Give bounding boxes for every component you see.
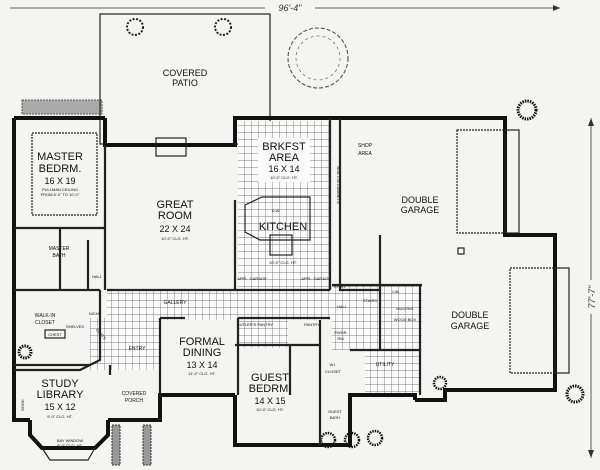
landscaping (17, 18, 585, 466)
interior-walls (14, 118, 422, 445)
svg-text:15 X 12: 15 X 12 (44, 402, 75, 412)
svg-text:BOOK: BOOK (20, 399, 25, 411)
pantry-label: PANTRY (304, 322, 320, 327)
svg-text:BRKFST: BRKFST (262, 141, 306, 153)
utility-label: UTILITY (376, 362, 395, 368)
svg-text:FORMAL: FORMAL (179, 336, 225, 348)
room-breakfast-area: BRKFST AREA 16 X 14 10'-0" CLG. HT. (258, 138, 310, 182)
svg-text:BEDRM.: BEDRM. (249, 383, 292, 395)
butlers-pantry-label: BUTLER'S PANTRY (237, 322, 274, 327)
svg-text:ROOM: ROOM (158, 210, 192, 222)
svg-text:WALK-IN: WALK-IN (35, 313, 56, 319)
svg-text:D.W.: D.W. (272, 208, 281, 213)
svg-text:PULLMAN CEILING: PULLMAN CEILING (42, 187, 78, 192)
depth-label: 77'-7" (587, 285, 597, 309)
room-study-library: STUDY LIBRARY 15 X 12 9'-0" CLG. HT. BAY… (20, 378, 84, 448)
room-covered-porch: COVERED PORCH (122, 391, 147, 404)
room-covered-patio: COVERED PATIO (163, 68, 208, 88)
svg-text:9'-0" CLG. HT.: 9'-0" CLG. HT. (47, 414, 73, 419)
svg-text:SHOP: SHOP (358, 143, 373, 149)
room-wi-closet: W.I. CLOSET (325, 362, 342, 374)
svg-text:DINING: DINING (183, 347, 222, 359)
svg-text:LIBRARY: LIBRARY (37, 389, 85, 401)
room-guest-bath: GUEST BATH (328, 409, 342, 420)
stairs-label: STAIRS (363, 298, 377, 303)
room-shop-area: SHOP AREA BUILT-IN CABINETS (336, 143, 373, 204)
svg-text:GREAT: GREAT (156, 199, 193, 211)
entry-label: ENTRY (129, 346, 147, 352)
svg-text:DOUBLE: DOUBLE (401, 195, 438, 205)
room-master-bath: MASTER BATH HALL (49, 246, 103, 279)
svg-text:GUEST: GUEST (251, 372, 289, 384)
svg-text:HALL: HALL (92, 274, 103, 279)
mud-room-label: MUD/RM. (396, 306, 414, 311)
room-master-bedroom: MASTER BEDRM. 16 X 19 PULLMAN CEILING FR… (31, 132, 98, 216)
width-label: 96'-4" (279, 3, 303, 13)
svg-text:14 X 15: 14 X 15 (254, 396, 285, 406)
svg-text:13 X 14: 13 X 14 (186, 360, 217, 370)
svg-text:BATH: BATH (53, 253, 66, 259)
room-formal-dining: FORMAL DINING 13 X 14 11'-0" CLG. HT. (179, 336, 225, 376)
wood-box-label: WOOD BOX (394, 317, 417, 322)
svg-text:16 X 19: 16 X 19 (44, 176, 75, 186)
svg-text:10'-0" CLG. HT.: 10'-0" CLG. HT. (269, 260, 297, 265)
svg-text:COVERED: COVERED (163, 68, 208, 78)
room-guest-bedroom: GUEST BEDRM. 14 X 15 10'-0" CLG. HT. (249, 372, 292, 412)
svg-text:MASTER: MASTER (49, 246, 70, 252)
svg-text:COVERED: COVERED (122, 391, 147, 397)
svg-text:GARAGE: GARAGE (451, 321, 490, 331)
linen-label: LIN. (392, 289, 399, 294)
svg-text:10'-0" CLG. HT.: 10'-0" CLG. HT. (270, 175, 298, 180)
storage-label: STOR. (334, 284, 346, 289)
gallery-label: GALLERY (164, 300, 188, 306)
svg-text:CLOSET: CLOSET (325, 369, 342, 374)
svg-text:BAY WINDOW: BAY WINDOW (57, 438, 84, 443)
svg-text:BUILT-IN CABINETS: BUILT-IN CABINETS (336, 166, 341, 204)
svg-text:10'-0" CLG. HT.: 10'-0" CLG. HT. (256, 407, 284, 412)
depth-dimension: 77'-7" (585, 118, 597, 458)
svg-text:KITCHEN: KITCHEN (259, 221, 307, 233)
svg-text:MASTER: MASTER (37, 151, 83, 163)
room-kitchen: D.W. KITCHEN 10'-0" CLG. HT. APPL. GARAG… (237, 208, 331, 281)
svg-text:SHELVES: SHELVES (66, 324, 84, 329)
svg-text:10'-0" CLG. HT.: 10'-0" CLG. HT. (161, 236, 189, 241)
svg-text:16 X 14: 16 X 14 (268, 164, 299, 174)
width-dimension: 96'-4" (10, 1, 560, 13)
svg-text:22 X 24: 22 X 24 (159, 224, 190, 234)
svg-text:NICHE: NICHE (89, 311, 102, 316)
svg-text:PATIO: PATIO (172, 78, 198, 88)
hall-label: HALL (337, 304, 348, 309)
svg-text:GARAGE: GARAGE (401, 205, 440, 215)
svg-text:APPL. GARAGE: APPL. GARAGE (301, 276, 331, 281)
svg-text:11'-0" CLG. HT.: 11'-0" CLG. HT. (188, 371, 215, 376)
svg-text:PORCH: PORCH (125, 398, 143, 404)
svg-text:APPL. GARAGE: APPL. GARAGE (237, 276, 267, 281)
svg-text:RM.: RM. (337, 336, 344, 341)
svg-text:AREA: AREA (269, 152, 300, 164)
room-great-room: GREAT ROOM 22 X 24 10'-0" CLG. HT. (156, 199, 193, 241)
svg-text:GUEST: GUEST (328, 409, 342, 414)
svg-text:W.I.: W.I. (330, 362, 337, 367)
svg-text:PWDR.: PWDR. (334, 330, 347, 335)
svg-text:AREA: AREA (358, 151, 372, 157)
svg-text:STUDY: STUDY (41, 378, 79, 390)
svg-text:DOUBLE: DOUBLE (451, 310, 488, 320)
room-double-garage-1: DOUBLE GARAGE (401, 195, 440, 215)
svg-text:BEDRM.: BEDRM. (39, 163, 82, 175)
svg-text:BATH: BATH (330, 415, 340, 420)
room-double-garage-2: DOUBLE GARAGE (451, 310, 490, 331)
svg-text:8'-0" CLG. HT.: 8'-0" CLG. HT. (57, 443, 83, 448)
svg-text:FROM 8'-0" TO 10'-0": FROM 8'-0" TO 10'-0" (41, 192, 80, 197)
svg-text:CLOSET: CLOSET (35, 320, 55, 326)
room-powder: PWDR. RM. (334, 330, 347, 341)
svg-text:CHEST: CHEST (48, 332, 62, 337)
